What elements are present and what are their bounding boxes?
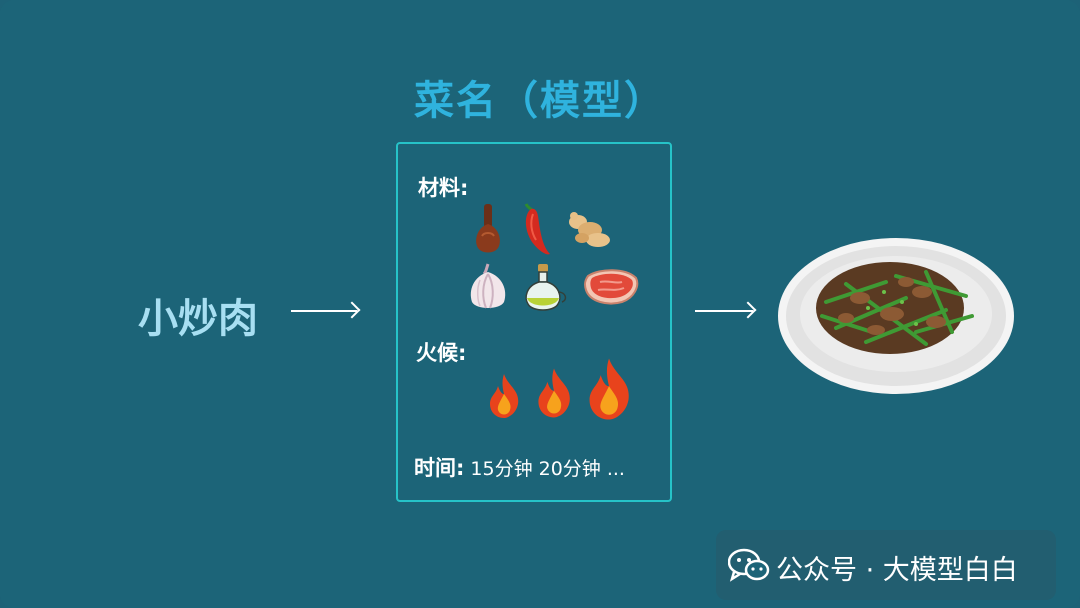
large-flame-icon [589, 358, 629, 420]
soy-sauce-icon [476, 204, 500, 253]
arrow-model-to-output [695, 310, 753, 312]
input-dish-name: 小炒肉 [138, 296, 258, 342]
model-box: 材料: [396, 142, 672, 502]
raw-meat-icon [583, 269, 639, 305]
oil-bottle-icon [525, 264, 567, 311]
medium-flame-icon [538, 368, 570, 418]
ginger-icon [569, 212, 610, 247]
small-flame-icon [490, 374, 519, 418]
time-row: 时间:15分钟 20分钟 ... [414, 452, 625, 482]
garlic-icon [470, 263, 506, 309]
materials-label: 材料: [418, 176, 469, 200]
diagram-title: 菜名（模型） [414, 78, 666, 124]
stir-fried-pork-dish-image [778, 238, 1014, 394]
heat-label: 火候: [416, 341, 467, 365]
chili-pepper-icon [524, 203, 550, 255]
time-values: 15分钟 20分钟 ... [470, 458, 625, 480]
arrow-input-to-model [291, 310, 357, 312]
time-label: 时间: [414, 456, 465, 480]
watermark-text: 公众号 · 大模型白白 [776, 555, 1018, 586]
wechat-icon [728, 548, 770, 582]
watermark-backdrop [716, 530, 1056, 600]
